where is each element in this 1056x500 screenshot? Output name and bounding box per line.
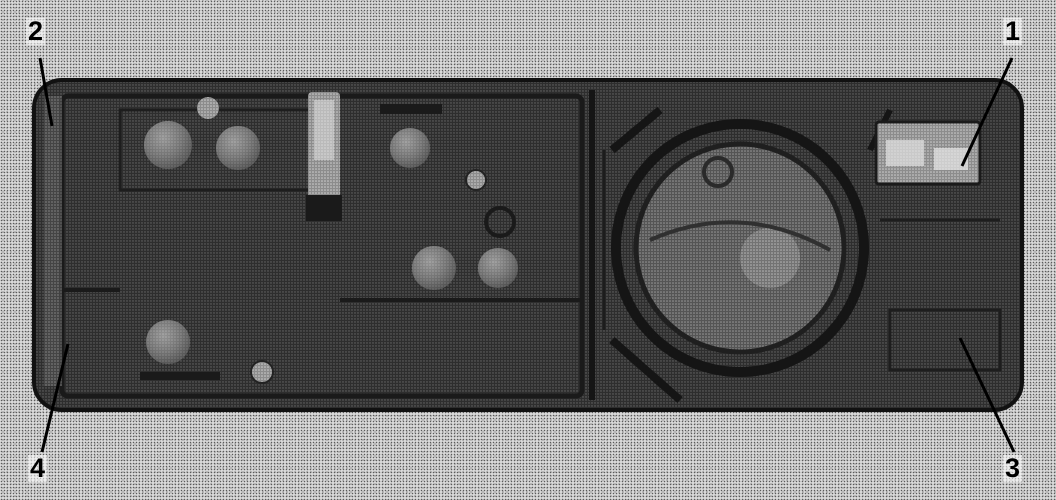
callout-label-1: 1 [1003, 16, 1023, 46]
component-screw-b [250, 360, 274, 384]
leader-line-3 [958, 337, 1016, 453]
component-screw-a [465, 169, 487, 191]
left-edge-strip [44, 96, 62, 386]
dial-face [636, 144, 844, 352]
leader-line-4 [40, 343, 70, 453]
callout-label-2: 2 [26, 16, 46, 46]
callout-label-3: 3 [1003, 453, 1023, 483]
callout-label-4: 4 [28, 453, 48, 483]
leader-line-2 [38, 57, 54, 127]
leader-line-1 [960, 57, 1014, 167]
component-small-a [197, 97, 219, 119]
